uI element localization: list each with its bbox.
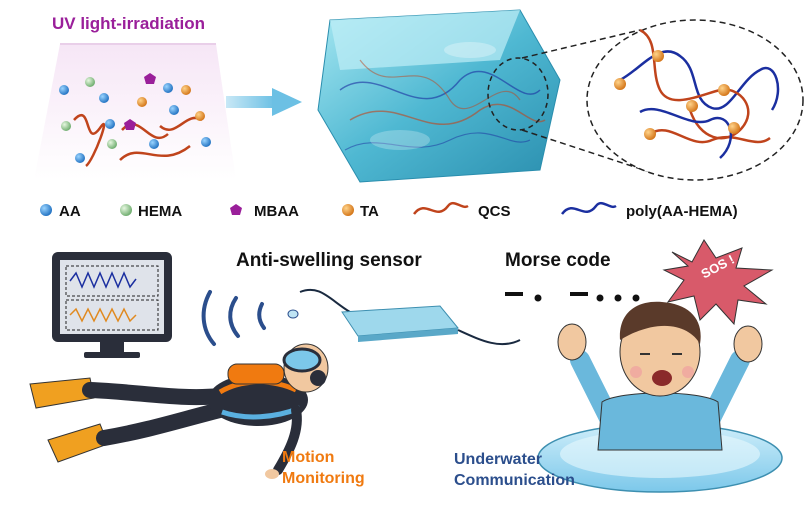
- legend-label-hema: HEMA: [138, 203, 183, 220]
- diver-illustration: [29, 343, 329, 479]
- legend-marker-poly: [561, 201, 617, 215]
- legend-marker-qcs: [413, 201, 469, 215]
- legend-label-mbaa: MBAA: [254, 203, 299, 220]
- legend-marker-hema: [120, 204, 132, 216]
- process-arrow: [226, 88, 302, 116]
- bubble-icon: [287, 309, 299, 319]
- underwater-label-line2: Communication: [454, 472, 575, 489]
- morse-symbols: [505, 292, 640, 302]
- legend-label-poly: poly(AA-HEMA): [626, 203, 738, 220]
- signal-waves: [201, 290, 266, 346]
- network-zoom-inset: [586, 19, 804, 181]
- uv-irradiation-panel: [34, 43, 236, 180]
- morse-title: Morse code: [505, 250, 611, 271]
- underwater-label-line1: Underwater: [454, 451, 543, 468]
- hydrogel-block: [317, 9, 561, 183]
- legend-marker-aa: [40, 204, 52, 216]
- uv-irradiation-label: UV light-irradiation: [52, 14, 205, 33]
- legend-label-aa: AA: [59, 203, 81, 220]
- legend-markers: [40, 201, 617, 216]
- motion-label-line2: Monitoring: [282, 470, 365, 487]
- sensor-device: [299, 289, 521, 346]
- legend-label-ta: TA: [360, 203, 379, 220]
- sos-burst: [662, 239, 774, 326]
- person-illustration: [537, 301, 783, 493]
- motion-label-line1: Motion: [282, 449, 335, 466]
- underwater-communication-label: Underwater Communication: [454, 449, 575, 491]
- monitor-illustration: [52, 252, 172, 358]
- legend-marker-ta: [342, 204, 354, 216]
- sensor-title: Anti-swelling sensor: [236, 250, 422, 271]
- motion-monitoring-label: Motion Monitoring: [282, 447, 365, 489]
- legend-label-qcs: QCS: [478, 203, 511, 220]
- legend-marker-mbaa: [230, 204, 242, 215]
